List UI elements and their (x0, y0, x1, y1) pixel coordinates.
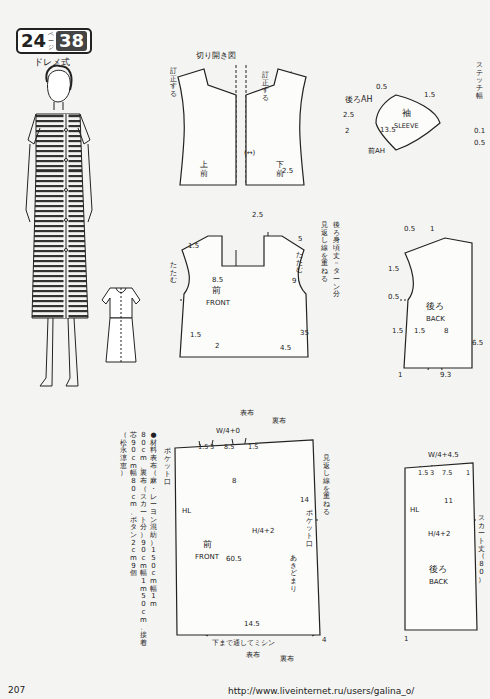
note: 前AH (368, 148, 385, 156)
note: 裏布 (280, 656, 294, 664)
note: 表布 (240, 410, 254, 418)
pattern-piece: 後ろ BACK (405, 463, 477, 630)
dimension: 1 (404, 636, 408, 644)
note: あきどまり (290, 555, 297, 593)
note: 表布 (246, 652, 260, 660)
piece-name: 24 (21, 31, 46, 51)
dimension: 3 (210, 444, 214, 451)
page-number-box: 24ページ38 (16, 28, 92, 54)
note: スカート丈（80） (478, 515, 485, 584)
note: ステッチ幅 (476, 62, 483, 100)
dimension: 8 (232, 478, 236, 486)
note: 芯90cm幅80cm、ボタン2cm9個 (130, 432, 137, 578)
piece-name: 前 (203, 540, 212, 550)
piece-outline (405, 463, 477, 630)
note: W/4+4.5 (428, 452, 459, 460)
dimension: (↔) (244, 150, 255, 158)
note: HL (182, 508, 191, 516)
dimension: 1.5 (188, 243, 199, 251)
note: H/4+2 (428, 531, 450, 539)
dimension: 2.5 (343, 112, 354, 120)
dimension: 8 (444, 328, 448, 336)
dimension: 8.5 (224, 444, 234, 451)
note: （松永涼恵） (120, 432, 127, 478)
note: たたむ (170, 262, 177, 285)
note: 訂正する (170, 68, 177, 99)
pattern-piece: 上前 (178, 65, 236, 185)
piece-outline (175, 440, 320, 635)
piece-name: FRONT (195, 554, 219, 562)
dimension: 60.5 (226, 556, 242, 564)
piece-name: 袖 (402, 109, 411, 119)
dimension: 0.1 (474, 128, 485, 136)
dimension: 1.5 (190, 332, 201, 340)
note: 下まで通してミシン (212, 640, 275, 648)
dimension: 0.5 (376, 84, 387, 92)
piece-name: SLEEVE (394, 123, 419, 130)
dimension: 207 (8, 686, 25, 696)
note: 訂正する (262, 72, 269, 103)
dimension: 3 (430, 470, 434, 477)
dimension: 1.5 (248, 444, 258, 451)
piece-name: 上前 (200, 161, 208, 179)
dimension: 14 (300, 497, 309, 505)
note: たたむ (296, 252, 303, 275)
piece-name: FRONT (206, 300, 230, 308)
piece-name: BACK (426, 316, 445, 324)
dimension: 1.5 (418, 470, 428, 477)
dimension: 1 (430, 226, 434, 234)
piece-name: 後ろ (429, 565, 447, 575)
dimension: 13.5 (380, 127, 396, 135)
dimension: 2 (215, 343, 219, 351)
note: 見返し線を重ねる (321, 222, 328, 284)
piece-name: 38 (56, 31, 87, 51)
dimension: 1.5 (414, 328, 425, 336)
dimension: 1.5 (424, 92, 435, 100)
dimension: 4.5 (280, 345, 291, 353)
note: 後ろAH (345, 96, 373, 105)
pattern-piece: 前 FRONT (175, 440, 320, 635)
dimension: 9.3 (440, 372, 451, 380)
pattern-piece: 後ろ BACK (400, 238, 472, 368)
dimension: 11 (444, 498, 453, 506)
dimension: 7.5 (442, 470, 452, 477)
note: 80cm、裏布（スカート分）90cm幅1m50cm、接着 (140, 432, 147, 647)
dimension: 0.5 (388, 294, 399, 302)
note: 裏布 (272, 418, 286, 426)
note: HL (410, 507, 419, 515)
dimension: 2.5 (282, 168, 293, 176)
dimension: 4 (322, 637, 326, 645)
piece-name: ページ (48, 31, 54, 51)
note: http://www.liveinternet.ru/users/galina_… (228, 687, 414, 697)
note: H/4+2 (252, 528, 274, 536)
dimension: 6.5 (472, 340, 483, 348)
dimension: 2.5 (252, 212, 263, 220)
dimension: 0.5 (474, 140, 485, 148)
dimension: 14.5 (244, 621, 260, 629)
dimension: 2 (345, 128, 349, 136)
dimension: 9 (292, 278, 296, 286)
piece-name: 前 (212, 286, 221, 296)
dimension: 1.5 (392, 328, 403, 336)
note: ●材料 表布（麻・レーヨン混紡）150cm幅1m (150, 432, 157, 609)
note: ドレメ式 (34, 58, 70, 68)
note: 後ろ身頃丈－ターン分 (333, 222, 340, 299)
note: 切り開き図 (196, 52, 236, 61)
dimension: 0.5 (404, 226, 415, 234)
note: ポケット口 (164, 448, 171, 486)
piece-name: BACK (429, 579, 448, 587)
dimension: 1.5 (388, 266, 399, 274)
note: W/4+0 (216, 428, 240, 436)
dimension: 1 (398, 372, 402, 380)
note: ポケット口 (306, 510, 313, 548)
dimension: 35 (300, 330, 309, 338)
dimension: 1 (466, 470, 470, 477)
piece-name: 後ろ (426, 302, 444, 312)
dimension: 8.5 (212, 277, 223, 285)
pattern-piece: 下前 (246, 65, 306, 185)
dimension: 5 (298, 236, 302, 244)
note: 見返し線を重ねる (323, 455, 330, 517)
dimension: 1.5 (198, 444, 208, 451)
